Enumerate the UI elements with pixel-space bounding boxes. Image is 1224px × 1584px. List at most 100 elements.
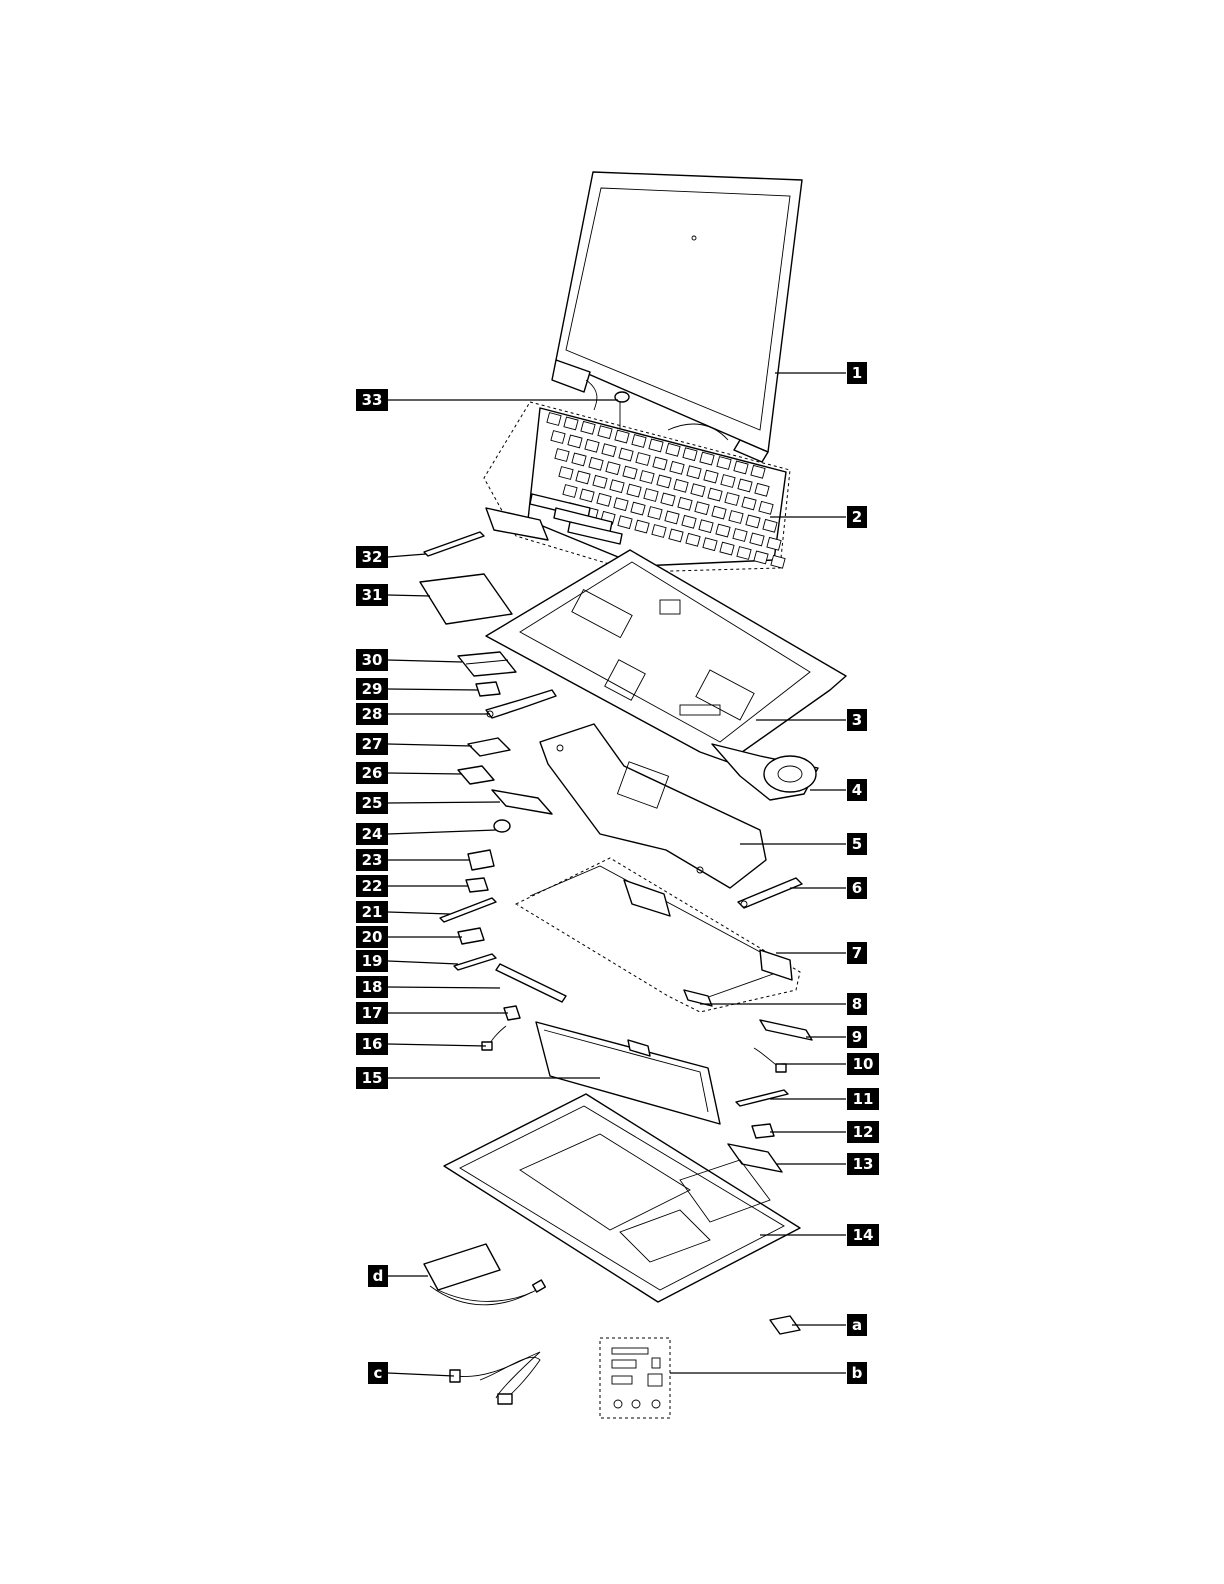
- part-25-ssd: [492, 790, 552, 814]
- callout-22-text: 22: [362, 877, 383, 895]
- callout-17-text: 17: [362, 1004, 383, 1022]
- callout-32: 32: [356, 546, 388, 568]
- callout-9-text: 9: [852, 1028, 862, 1046]
- callout-28-text: 28: [362, 705, 383, 723]
- callout-25: 25: [356, 792, 388, 814]
- callout-15-text: 15: [362, 1069, 383, 1087]
- callout-18-text: 18: [362, 978, 383, 996]
- callout-d: d: [368, 1265, 388, 1287]
- callout-6: 6: [847, 877, 867, 899]
- callout-13-text: 13: [853, 1155, 874, 1173]
- callout-d-text: d: [373, 1267, 384, 1285]
- part-32-strip: [424, 532, 484, 556]
- callout-28: 28: [356, 703, 388, 725]
- part-thermal-fan: [712, 744, 818, 800]
- callout-19-text: 19: [362, 952, 383, 970]
- callout-30: 30: [356, 649, 388, 671]
- part-speaker-assembly: [516, 858, 800, 1012]
- callout-26-text: 26: [362, 764, 383, 782]
- callout-16-text: 16: [362, 1035, 383, 1053]
- part-21-cable: [440, 898, 496, 922]
- callout-b: b: [847, 1362, 867, 1384]
- part-11-cable: [736, 1090, 788, 1106]
- callout-6-text: 6: [852, 879, 862, 897]
- callout-13: 13: [847, 1153, 879, 1175]
- part-ac-adapter: [424, 1244, 545, 1305]
- callout-7: 7: [847, 942, 867, 964]
- callout-3: 3: [847, 709, 867, 731]
- part-power-cord: [450, 1352, 540, 1404]
- callout-29: 29: [356, 678, 388, 700]
- part-6-bracket: [738, 878, 802, 908]
- callout-31-text: 31: [362, 586, 383, 604]
- part-9-bracket: [760, 1020, 812, 1040]
- callout-14: 14: [847, 1224, 879, 1246]
- callout-4-text: 4: [852, 781, 862, 799]
- callout-8: 8: [847, 993, 867, 1015]
- callout-16: 16: [356, 1033, 388, 1055]
- callout-7-text: 7: [852, 944, 862, 962]
- callout-14-text: 14: [853, 1226, 874, 1244]
- callout-15: 15: [356, 1067, 388, 1089]
- callout-5-text: 5: [852, 835, 862, 853]
- callout-25-text: 25: [362, 794, 383, 812]
- part-screw-kit: [600, 1338, 670, 1418]
- callout-2-text: 2: [852, 508, 862, 526]
- callout-21-text: 21: [362, 903, 383, 921]
- callout-23: 23: [356, 849, 388, 871]
- callout-9: 9: [847, 1026, 867, 1048]
- part-30-memory: [458, 652, 516, 676]
- part-26-card: [458, 766, 494, 784]
- callout-24-text: 24: [362, 825, 383, 843]
- callout-33-text: 33: [362, 391, 383, 409]
- part-29-module: [476, 682, 500, 696]
- callout-11-text: 11: [853, 1090, 874, 1108]
- callout-10: 10: [847, 1053, 879, 1075]
- part-20-board: [458, 928, 484, 944]
- callout-19: 19: [356, 950, 388, 972]
- callout-20-text: 20: [362, 928, 383, 946]
- callout-21: 21: [356, 901, 388, 923]
- callout-23-text: 23: [362, 851, 383, 869]
- callout-10-text: 10: [853, 1055, 874, 1073]
- part-23-bracket: [468, 850, 494, 870]
- callout-a-text: a: [852, 1316, 862, 1334]
- callout-b-text: b: [852, 1364, 863, 1382]
- callout-31: 31: [356, 584, 388, 606]
- part-18-pen: [496, 964, 566, 1002]
- callout-1-text: 1: [852, 364, 862, 382]
- part-31-touchpad: [420, 574, 512, 624]
- part-10-cable: [754, 1048, 786, 1072]
- keyboard-key: [771, 555, 785, 568]
- callout-12: 12: [847, 1121, 879, 1143]
- callout-22: 22: [356, 875, 388, 897]
- part-24-coin-battery: [494, 820, 510, 832]
- callout-8-text: 8: [852, 995, 862, 1013]
- callout-c: c: [368, 1362, 388, 1384]
- callout-27: 27: [356, 733, 388, 755]
- callout-11: 11: [847, 1088, 879, 1110]
- part-27-card: [468, 738, 510, 756]
- part-12-clip: [752, 1124, 774, 1138]
- part-keyboard-bezel: [486, 550, 846, 762]
- callout-20: 20: [356, 926, 388, 948]
- callout-c-text: c: [374, 1364, 383, 1382]
- part-19-cable: [454, 954, 496, 970]
- callout-29-text: 29: [362, 680, 383, 698]
- callout-12-text: 12: [853, 1123, 874, 1141]
- callout-18: 18: [356, 976, 388, 998]
- callout-24: 24: [356, 823, 388, 845]
- callout-33: 33: [356, 389, 388, 411]
- callout-30-text: 30: [362, 651, 383, 669]
- callout-3-text: 3: [852, 711, 862, 729]
- callout-4: 4: [847, 779, 867, 801]
- callout-32-text: 32: [362, 548, 383, 566]
- callout-1: 1: [847, 362, 867, 384]
- callout-17: 17: [356, 1002, 388, 1024]
- part-lcd-assembly: [552, 172, 802, 462]
- callout-26: 26: [356, 762, 388, 784]
- callout-5: 5: [847, 833, 867, 855]
- part-22-bracket: [466, 878, 488, 892]
- callout-2: 2: [847, 506, 867, 528]
